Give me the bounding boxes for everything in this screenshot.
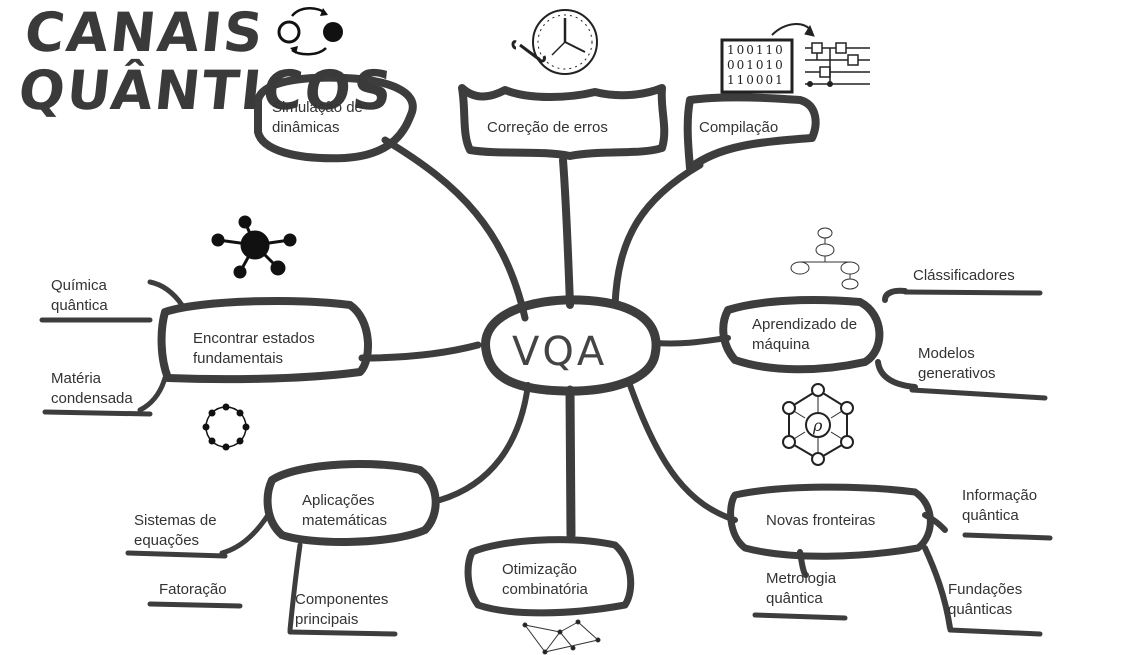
leaf-sistemas[interactable]: Sistemas de equações bbox=[134, 512, 217, 549]
branch-novas bbox=[627, 382, 738, 523]
leaf-classificadores[interactable]: Clássificadores bbox=[913, 267, 1015, 284]
leaf-modelos[interactable]: Modelos generativos bbox=[918, 345, 996, 382]
underline-materia bbox=[42, 409, 153, 417]
node-otimizacao[interactable]: Otimização combinatória bbox=[502, 561, 588, 598]
circuit-icon bbox=[720, 23, 870, 94]
branch-aplicacoes bbox=[437, 382, 531, 503]
clock-wrench-icon bbox=[511, 9, 598, 75]
node-aplicacoes[interactable]: Aplicações matemáticas bbox=[302, 492, 388, 529]
connector-modelos bbox=[875, 359, 918, 390]
bubble-aplicacoes bbox=[263, 460, 440, 546]
center-label: VQA bbox=[512, 329, 608, 375]
underline-componentes bbox=[287, 629, 398, 637]
branch-encontrar bbox=[358, 341, 482, 362]
tree-network-icon bbox=[790, 227, 860, 290]
svg-text:ρ: ρ bbox=[812, 416, 823, 435]
node-simulacao[interactable]: Simulação de dinâmicas bbox=[272, 99, 363, 136]
underline-metrologia bbox=[752, 612, 848, 621]
underline-fatoracao bbox=[147, 601, 243, 609]
leaf-fatoracao[interactable]: Fatoração bbox=[159, 581, 227, 598]
underline-classificadores bbox=[902, 289, 1043, 296]
connector-metrologia bbox=[797, 549, 809, 578]
leaf-metrologia[interactable]: Metrologia quântica bbox=[766, 570, 837, 607]
connector-quimica bbox=[147, 279, 185, 308]
bubble-simulacao bbox=[254, 73, 417, 163]
connector-materia bbox=[137, 375, 168, 413]
leaf-materia[interactable]: Matéria condensada bbox=[51, 370, 133, 407]
bubble-novas bbox=[727, 483, 934, 560]
bubble-encontrar bbox=[157, 296, 372, 384]
underline-sistemas bbox=[125, 550, 228, 559]
connector-informacao bbox=[922, 512, 948, 533]
node-compilacao[interactable]: Compilação bbox=[699, 119, 779, 136]
center-blob bbox=[481, 295, 661, 396]
bubble-otimizacao bbox=[464, 536, 635, 617]
molecule-icon bbox=[211, 215, 297, 279]
leaf-componentes[interactable]: Componentes principais bbox=[295, 591, 389, 628]
underline-modelos bbox=[909, 387, 1048, 401]
connector-classificadores bbox=[882, 287, 908, 303]
cycle-icon bbox=[277, 7, 343, 56]
node-novas[interactable]: Novas fronteiras bbox=[766, 512, 876, 529]
binary-code: 100110 001010 110001 bbox=[727, 43, 785, 87]
leaf-informacao[interactable]: Informação quântica bbox=[962, 487, 1038, 524]
branch-aprendizado bbox=[652, 335, 731, 347]
node-correcao[interactable]: Correção de erros bbox=[487, 119, 608, 136]
connector-componentes bbox=[287, 542, 303, 633]
leaf-fundacoes[interactable]: Fundações quânticas bbox=[948, 581, 1023, 618]
node-aprendizado[interactable]: Aprendizado de máquina bbox=[752, 316, 858, 353]
connector-sistemas bbox=[219, 512, 271, 556]
leaf-quimica[interactable]: Química quântica bbox=[51, 277, 108, 314]
bubble-compilacao bbox=[683, 93, 820, 172]
branch-simulacao bbox=[381, 136, 529, 322]
branch-compilacao bbox=[611, 161, 704, 309]
hexagon-rho-icon: ρ bbox=[782, 383, 854, 466]
ring-lattice-icon bbox=[202, 403, 250, 451]
underline-informacao bbox=[962, 532, 1053, 541]
branch-correcao bbox=[559, 156, 574, 309]
node-encontrar[interactable]: Encontrar estados fundamentais bbox=[193, 330, 315, 367]
bubble-correcao bbox=[458, 84, 669, 160]
bubble-aprendizado bbox=[719, 296, 884, 374]
graph-icon bbox=[522, 619, 601, 655]
underline-fundacoes bbox=[947, 627, 1043, 637]
branch-otimizacao bbox=[565, 385, 576, 540]
connector-fundacoes bbox=[922, 545, 953, 631]
